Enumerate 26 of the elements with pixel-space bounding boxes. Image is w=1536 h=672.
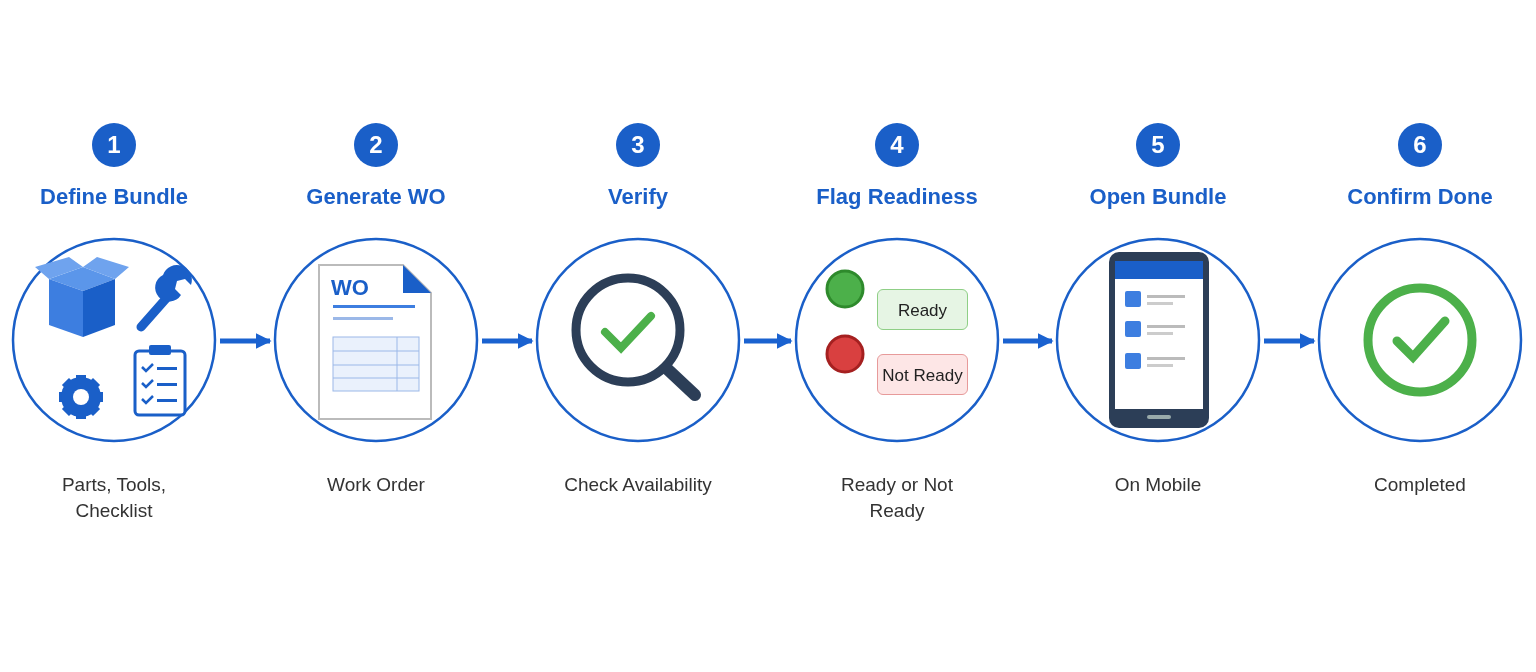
arrow	[744, 333, 793, 349]
step-title: Define Bundle	[39, 184, 189, 210]
arrow	[1003, 333, 1054, 349]
step-caption: Ready or Not Ready	[840, 473, 954, 523]
step-title: Confirm Done	[1346, 184, 1494, 210]
step-caption: Work Order	[326, 473, 426, 497]
arrow	[1264, 333, 1316, 349]
step-caption: Completed	[1373, 473, 1467, 497]
step-number: 2	[354, 123, 398, 167]
arrow	[482, 333, 534, 349]
step-title: Flag Readiness	[815, 184, 979, 210]
step-caption: Parts, Tools, Checklist	[60, 473, 168, 523]
step-title: Generate WO	[305, 184, 447, 210]
step-number: 5	[1136, 123, 1180, 167]
document-label: WO	[331, 275, 369, 300]
step-title: Open Bundle	[1088, 184, 1228, 210]
step-caption: On Mobile	[1113, 473, 1203, 497]
step-number: 1	[92, 123, 136, 167]
status-tag: Ready	[877, 289, 968, 330]
arrow	[220, 333, 272, 349]
step-title: Verify	[607, 184, 669, 210]
step-number: 3	[616, 123, 660, 167]
step-number: 4	[875, 123, 919, 167]
step-number: 6	[1398, 123, 1442, 167]
step-caption: Check Availability	[563, 473, 713, 497]
status-tag: Not Ready	[877, 354, 968, 395]
